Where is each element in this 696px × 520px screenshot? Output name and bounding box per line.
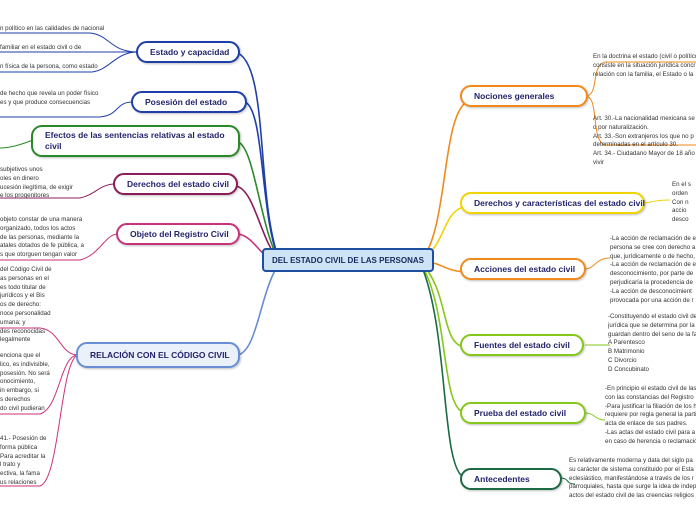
topic-nociones-generales[interactable]: Nociones generales	[460, 85, 588, 107]
sublink-posesion	[0, 101, 134, 118]
topic-fuentes[interactable]: Fuentes del estado civil	[460, 334, 584, 356]
sublink-codigo-2	[0, 354, 79, 415]
link-posesion	[244, 101, 281, 263]
link-antecedentes	[419, 261, 466, 479]
link-codigo	[237, 261, 281, 356]
note-estado-3: n física de la persona, como estado	[0, 63, 98, 70]
sublink-efectos	[0, 139, 34, 149]
topic-estado-capacidad[interactable]: Estado y capacidad	[136, 41, 240, 63]
topic-objeto-registro[interactable]: Objeto del Registro Civil	[116, 223, 240, 245]
topic-acciones[interactable]: Acciones del estado civil	[460, 258, 586, 280]
topic-derechos-estado-civil[interactable]: Derechos del estado civil	[113, 173, 238, 195]
topic-efectos-sentencias[interactable]: Efectos de las sentencias relativas al e…	[31, 125, 240, 157]
note-estado-2: familiar en el estado civil o de	[0, 44, 82, 51]
note-estado-1: n político en las calidades de nacional	[0, 25, 105, 32]
topic-relacion-codigo[interactable]: RELACIÓN CON EL CÓDIGO CIVIL	[76, 342, 240, 368]
sublink-acciones	[584, 257, 611, 270]
note-antecedentes: Es relativamente moderna y data del sigl…	[569, 457, 696, 500]
sublink-objeto	[0, 233, 119, 261]
central-topic[interactable]: DEL ESTADO CIVIL DE LAS PERSONAS	[262, 248, 434, 272]
link-nociones	[419, 99, 471, 263]
sublink-nociones-2	[584, 95, 696, 146]
note-nociones-1: En la doctrina el estado (civil o políti…	[593, 53, 696, 78]
topic-efectos-label: Efectos de las sentencias relativas al e…	[45, 130, 225, 151]
topic-derechos-caracteristicas[interactable]: Derechos y características del estado ci…	[460, 192, 645, 214]
link-fuentes	[419, 261, 466, 348]
sublink-nociones-1	[584, 61, 696, 97]
sublink-codigo-3	[0, 354, 79, 487]
topic-posesion-estado[interactable]: Posesión del estado	[131, 91, 247, 113]
sublink-prueba	[584, 412, 606, 421]
link-estado	[234, 51, 281, 263]
sublink-derechos	[0, 183, 116, 199]
sublink-antecedentes	[559, 477, 576, 485]
topic-antecedentes[interactable]: Antecedentes	[460, 468, 562, 490]
link-prueba	[419, 261, 466, 414]
sublink-codigo-1	[0, 327, 79, 356]
sublink-estado-1	[0, 32, 139, 53]
sublink-estado-3	[0, 51, 139, 73]
topic-prueba[interactable]: Prueba del estado civil	[460, 402, 586, 424]
